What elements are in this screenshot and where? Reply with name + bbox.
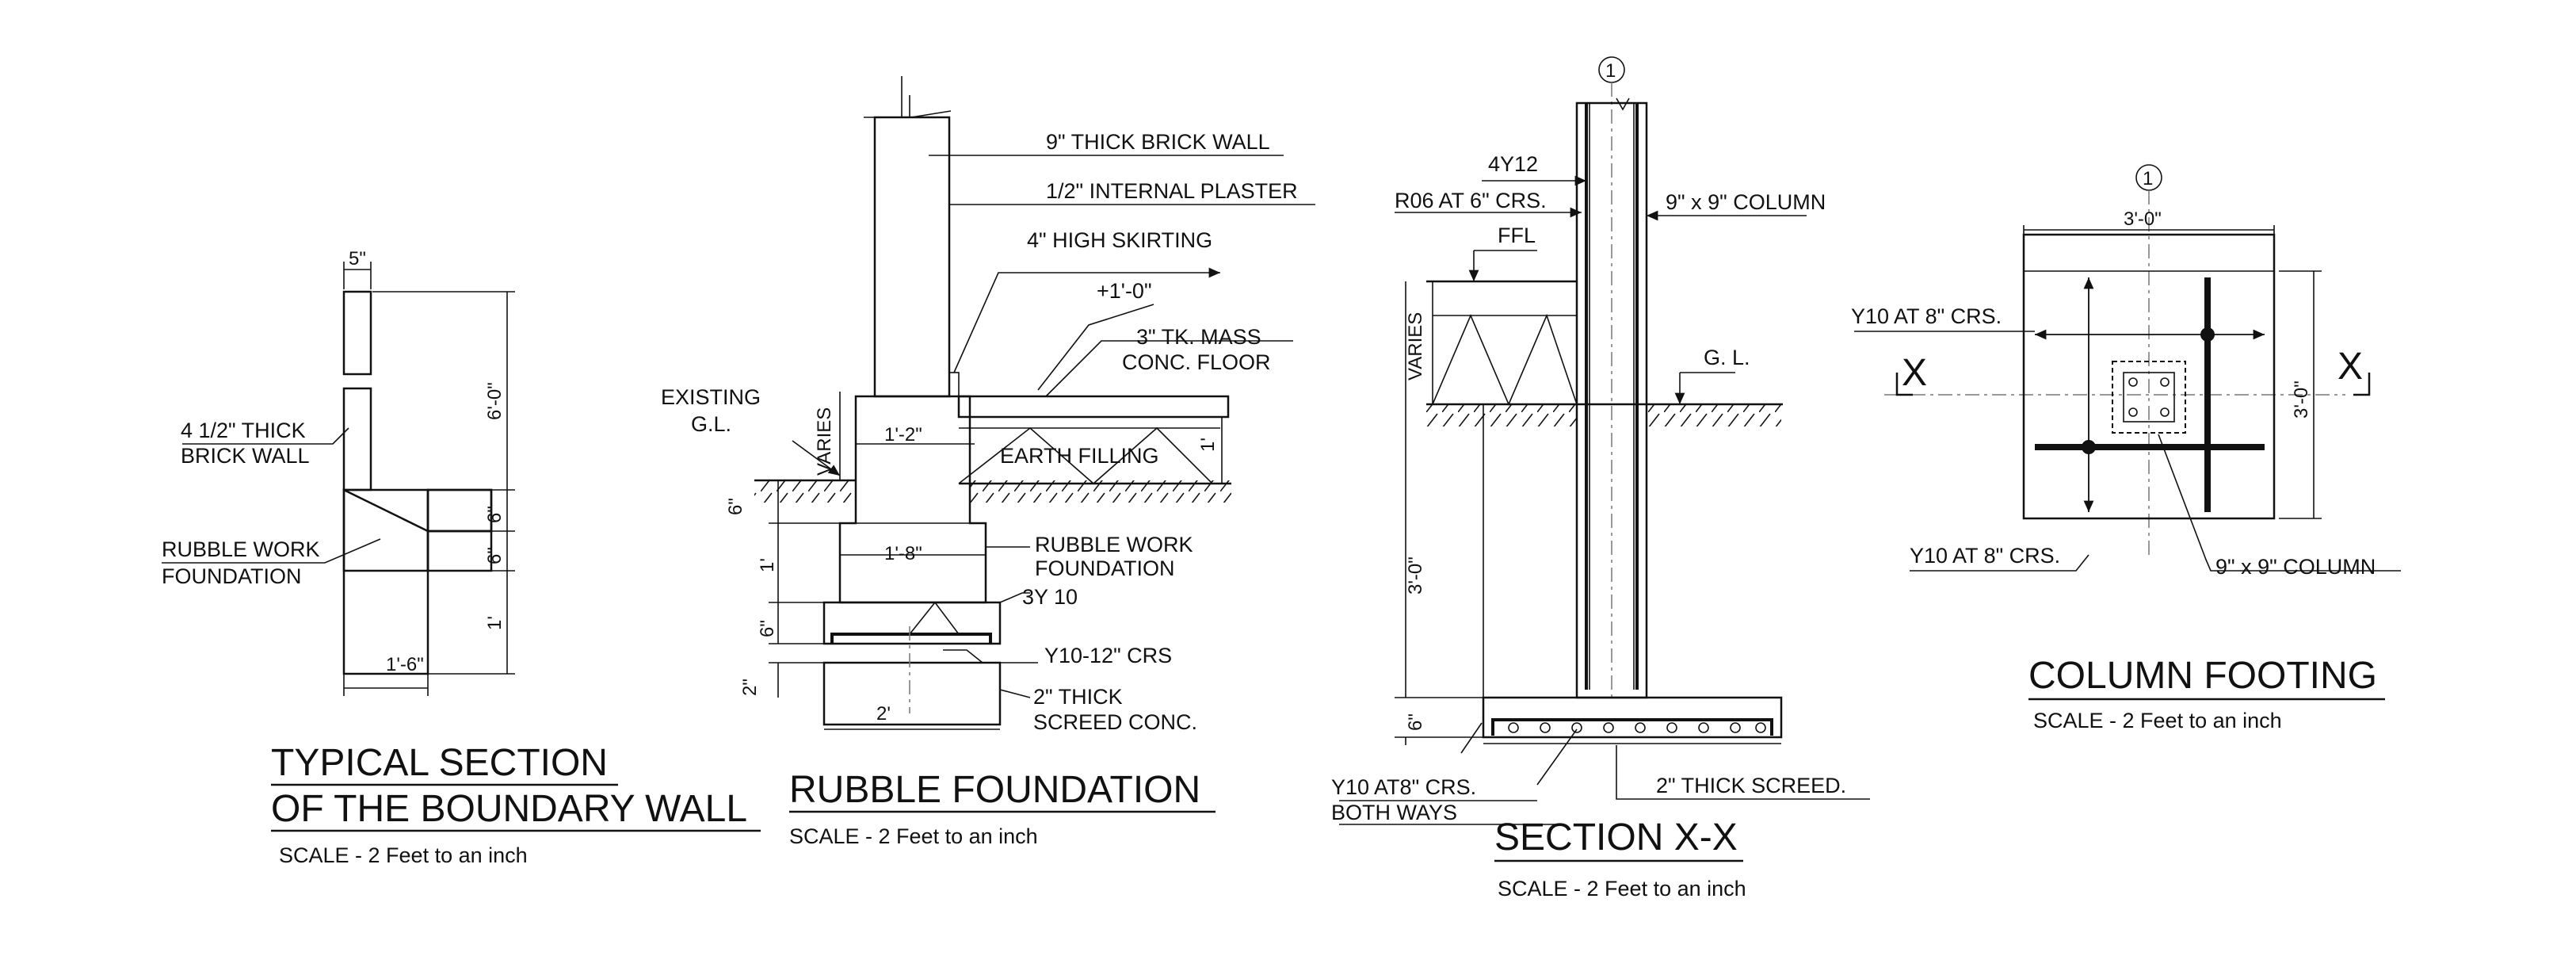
rubble-depth3-dim: 6" [757, 620, 778, 637]
wall-height-dim: 6'-0" [484, 382, 506, 420]
footing-title: COLUMN FOOTING [2028, 655, 2377, 697]
rubble-base-width-dim: 2' [876, 703, 891, 725]
footing-height-dim: 3'-0" [2291, 380, 2312, 419]
footing-scale: SCALE - 2 Feet to an inch [2033, 709, 2282, 732]
rubble-depth2-dim: 1' [757, 558, 778, 572]
rubble-stirrups-label: Y10-12" CRS [1044, 644, 1172, 667]
section-xx-leaders [1339, 175, 1870, 825]
section-ties-label: R06 AT 6" CRS. [1395, 189, 1547, 212]
footing-bars-top-label: Y10 AT 8" CRS. [1851, 304, 2002, 328]
wall-scale: SCALE - 2 Feet to an inch [279, 843, 528, 867]
rubble-level-label: +1'-0" [1097, 279, 1152, 303]
footing-bars-bottom-label: Y10 AT 8" CRS. [1910, 544, 2060, 568]
rubble-title: RUBBLE FOUNDATION [789, 769, 1200, 811]
rubble-earth-label: EARTH FILLING [1000, 444, 1159, 468]
wall-title-line2: OF THE BOUNDARY WALL [271, 788, 747, 830]
section-screed-label: 2" THICK SCREED. [1656, 774, 1846, 797]
rubble-bars-label: 3Y 10 [1022, 585, 1078, 609]
rubble-depth1-dim: 6" [725, 498, 746, 515]
footing-grid-ref: 1 [2143, 168, 2153, 189]
wall-step2-dim: 6" [484, 547, 506, 564]
wall-label-line2: BRICK WALL [181, 444, 310, 468]
rubble-foundation-line1: RUBBLE WORK [1035, 533, 1193, 556]
rubble-depth4-dim: 2" [739, 679, 761, 696]
footing-section-mark-right: X [2337, 346, 2363, 388]
column-footing-drawing [1854, 164, 2401, 572]
section-main-bars-label: 4Y12 [1488, 152, 1538, 176]
footing-column-label: 9" x 9" COLUMN [2215, 555, 2376, 579]
section-column-label: 9" x 9" COLUMN [1666, 190, 1826, 214]
section-title: SECTION X-X [1494, 816, 1738, 858]
rubble-existing-gl-line2: G.L. [691, 412, 731, 436]
wall-thickness-dim: 5" [349, 248, 366, 270]
rubble-floor-line2: CONC. FLOOR [1122, 350, 1271, 374]
wall-width-dim: 1'-6" [386, 654, 424, 675]
wall-foundation-line2: FOUNDATION [162, 564, 302, 588]
rubble-floor-rise-dim: 1' [1197, 438, 1219, 452]
rubble-mid-width-dim: 1'-8" [884, 543, 922, 564]
section-grid-ref: 1 [1605, 60, 1616, 82]
section-scale: SCALE - 2 Feet to an inch [1498, 877, 1746, 901]
rubble-varies-label: VARIES [814, 407, 835, 476]
rubble-foundation-line2: FOUNDATION [1035, 556, 1175, 580]
wall-foundation-line1: RUBBLE WORK [162, 537, 320, 561]
rubble-top-width-dim: 1'-2" [884, 424, 922, 445]
section-slab-dim: 6" [1405, 713, 1426, 731]
rubble-foundation-drawing [754, 76, 1315, 730]
wall-section-drawing [162, 262, 515, 696]
wall-title-line1: TYPICAL SECTION [271, 742, 608, 784]
section-bottom-bars-line2: BOTH WAYS [1331, 801, 1457, 824]
section-varies-label: VARIES [1405, 312, 1426, 380]
section-ffl-label: FFL [1498, 224, 1536, 247]
wall-step1-dim: 6" [484, 506, 506, 523]
section-xx-bars [1508, 722, 1766, 733]
rubble-scale: SCALE - 2 Feet to an inch [789, 824, 1038, 848]
rubble-floor-line1: 3" TK. MASS [1136, 325, 1261, 349]
rubble-screed-line1: 2" THICK [1033, 685, 1123, 709]
rubble-plaster-label: 1/2" INTERNAL PLASTER [1046, 179, 1298, 203]
section-gl-label: G. L. [1704, 346, 1750, 369]
section-xx-drawing [1426, 56, 1783, 744]
rubble-brick-wall-label: 9" THICK BRICK WALL [1046, 130, 1270, 154]
wall-depth-dim: 1' [484, 616, 506, 630]
footing-section-mark-left: X [1902, 352, 1927, 394]
rubble-skirting-label: 4" HIGH SKIRTING [1027, 228, 1212, 252]
rubble-screed-line2: SCREED CONC. [1033, 710, 1197, 734]
footing-width-dim: 3'-0" [2124, 208, 2162, 230]
wall-label-line1: 4 1/2" THICK [181, 419, 306, 442]
rubble-existing-gl-line1: EXISTING [661, 385, 761, 409]
section-depth-dim: 3'-0" [1405, 556, 1426, 595]
section-bottom-bars-line1: Y10 AT8" CRS. [1331, 775, 1476, 799]
